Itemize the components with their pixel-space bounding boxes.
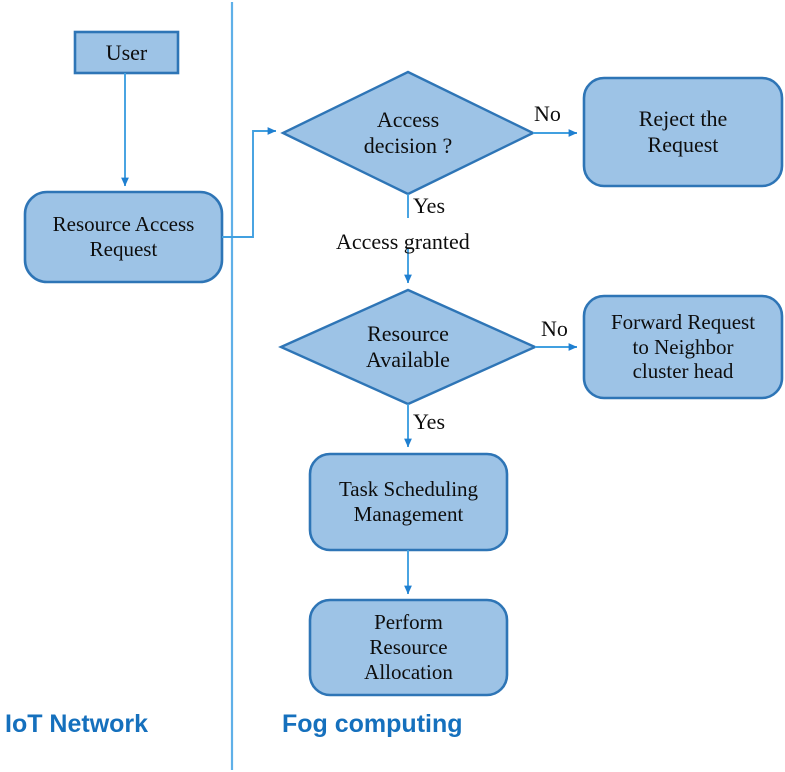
zone-label-fog-computing: Fog computing <box>282 710 463 738</box>
node-access-decision-shape[interactable] <box>280 70 536 196</box>
node-forward-request-shape[interactable] <box>582 294 784 400</box>
node-resource-access-request-shape[interactable] <box>23 190 224 284</box>
edge-label-no-resource-available: No <box>541 316 568 341</box>
node-task-scheduling-shape[interactable] <box>308 452 509 552</box>
edge-label-yes-resource-available: Yes <box>413 409 446 434</box>
node-user-shape[interactable] <box>73 30 180 75</box>
node-resource-available-shape[interactable] <box>278 288 538 406</box>
edge-label-no-access-decision: No <box>534 101 561 126</box>
node-perform-resource-allocation-shape[interactable] <box>308 598 509 697</box>
zone-label-iot-network: IoT Network <box>5 710 149 738</box>
node-reject-request-shape[interactable] <box>582 76 784 188</box>
connector-request-to-access-decision <box>222 127 277 238</box>
edge-label-access-granted: Access granted <box>336 229 470 254</box>
edge-label-yes-access-decision: Yes <box>413 193 446 218</box>
